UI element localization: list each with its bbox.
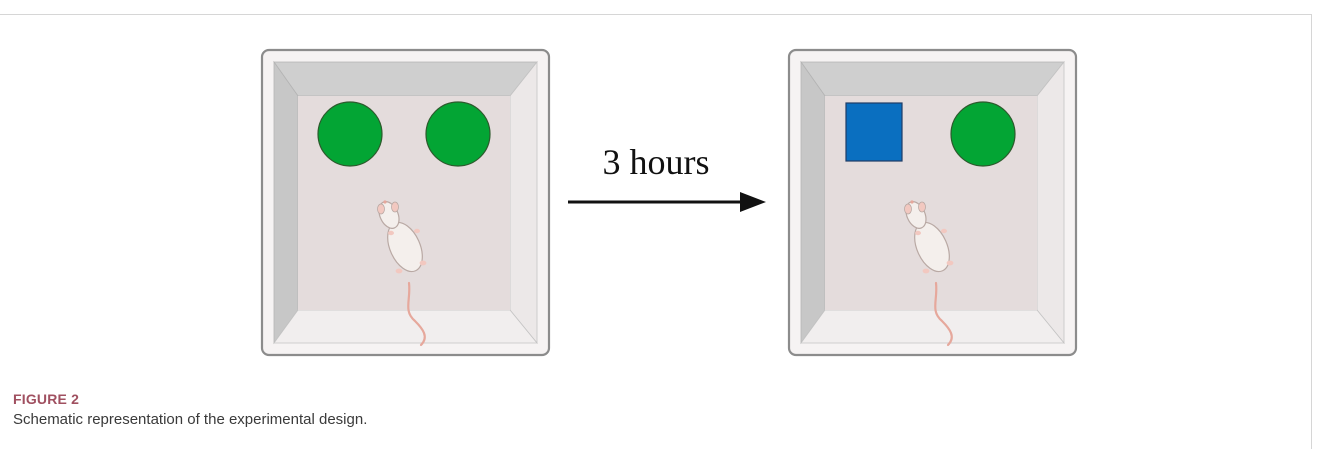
- arrow-head-icon: [740, 192, 766, 212]
- arena-training: [260, 48, 551, 357]
- arena-wall-top: [273, 61, 538, 97]
- time-arrow: 3 hours: [568, 142, 766, 212]
- experimental-design-diagram: 3 hours: [260, 48, 1078, 357]
- familiar-object-circle: [950, 101, 1016, 167]
- familiar-object-circle-left: [317, 101, 383, 167]
- arena-test: [787, 48, 1078, 357]
- arena-wall-top: [800, 61, 1065, 97]
- arena-wall-right: [509, 60, 538, 345]
- arrow-label: 3 hours: [603, 142, 710, 182]
- familiar-object-circle-right: [425, 101, 491, 167]
- arena-wall-left: [273, 60, 299, 345]
- arena-wall-bottom: [800, 309, 1065, 344]
- figure-label: FIGURE 2: [13, 391, 80, 407]
- arena-wall-right: [1036, 60, 1065, 345]
- arena-wall-bottom: [273, 309, 538, 344]
- novel-object-square: [845, 102, 903, 162]
- frame-right-border: [1311, 14, 1312, 449]
- figure-caption: Schematic representation of the experime…: [13, 411, 368, 428]
- frame-top-border: [0, 14, 1312, 15]
- arena-wall-left: [800, 60, 826, 345]
